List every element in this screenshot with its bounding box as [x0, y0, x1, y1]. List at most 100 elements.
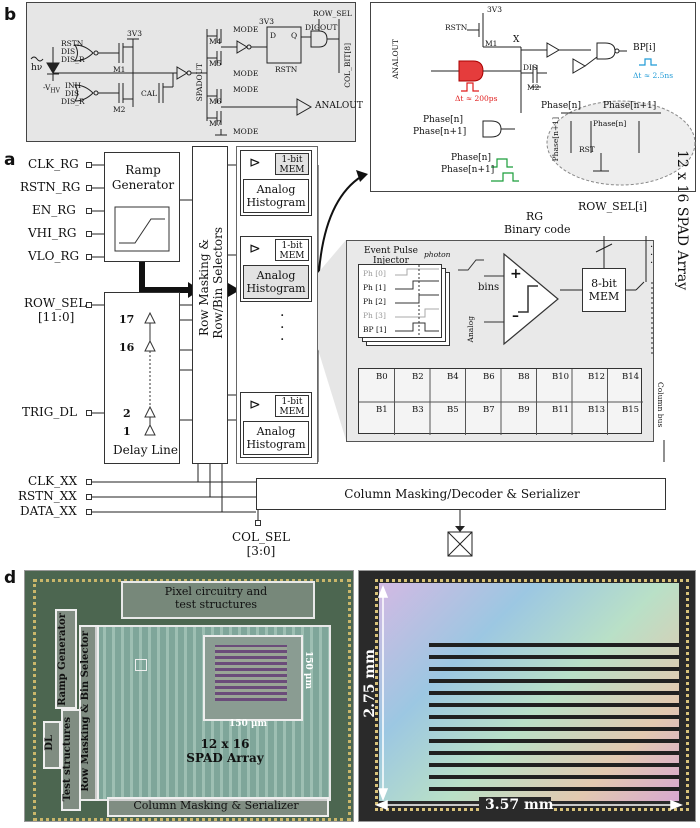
array-label: 12 x 16 SPAD Array	[674, 150, 690, 291]
input-rstn-xx: RSTN_XX	[18, 489, 77, 503]
dis-r-label: DIS_R	[61, 55, 85, 64]
bp-1: BP [1]	[363, 325, 387, 334]
pin-clk-rg	[86, 162, 92, 168]
zoom-source	[135, 659, 147, 671]
pin-vhi-rg	[86, 231, 92, 237]
bin-b9: B9	[518, 405, 530, 415]
dis-label-2: DIS	[65, 89, 80, 98]
phase-n1-label-1: Phase[n+1]	[413, 127, 467, 137]
injector-card: Ph [0] Ph [1] Ph [2] Ph [3] BP [1]	[358, 264, 442, 338]
row-mask-block: Row Masking & Row/Bin Selectors	[192, 146, 228, 464]
plus-sign: +	[510, 266, 522, 282]
die-width-bg	[479, 797, 551, 815]
mode-label-4: MODE	[233, 127, 259, 136]
schematic-b-drawing	[30, 19, 340, 136]
panel-letter-a: a	[4, 150, 16, 170]
bin-b12: B12	[588, 372, 606, 382]
bin-b1: B1	[376, 405, 388, 415]
mem8-wires	[560, 236, 653, 356]
minus-sign: –	[512, 308, 519, 324]
phase-n1-label-3: Phase[n+1]	[603, 101, 657, 111]
panel-letter-b: b	[4, 5, 17, 25]
inh-label: INH	[65, 81, 82, 90]
input-vlo-rg: VLO_RG	[28, 249, 80, 263]
hv-label: hν	[31, 63, 43, 73]
phase-n-label-1: Phase[n]	[423, 115, 463, 125]
digout-label: DIGOUT	[305, 23, 338, 32]
pin-row-sel	[86, 302, 92, 308]
mode-label-1: MODE	[233, 25, 259, 34]
bins-label: bins	[478, 282, 500, 293]
v3v3-label-b2: 3V3	[259, 17, 274, 26]
mode-label-3: MODE	[233, 85, 259, 94]
rstn-c-label: RSTN	[445, 23, 468, 32]
phase-n-label-4: Phase[n]	[593, 119, 627, 128]
delay-line-block: 17 16 2 1 Delay Line	[104, 292, 180, 464]
dl-die-label: DL	[44, 735, 55, 751]
v3v3-c-label: 3V3	[487, 5, 502, 14]
input-rstn-rg: RSTN_RG	[20, 180, 81, 194]
analout-label-b: ANALOUT	[315, 101, 363, 111]
phase-n-label-2: Phase[n]	[451, 153, 491, 163]
column-block: Column Masking/Decoder & Serializer	[256, 478, 666, 510]
column-region	[107, 797, 329, 817]
phase-n1-label-2: Phase[n+1]	[441, 165, 495, 175]
spad-icon-1: ⊳	[249, 155, 261, 171]
schematic-b-panel: hν -VHV RSTN DIS DIS_R INH DIS DIS_R 3V3…	[26, 2, 363, 142]
photon-label: photon	[424, 250, 451, 259]
dl-region	[43, 721, 61, 769]
bin-b2: B2	[412, 372, 424, 382]
detail-dots: ···	[650, 242, 654, 269]
phase-3: Ph [3]	[363, 311, 386, 320]
phase-n-label-3: Phase[n]	[541, 101, 581, 111]
bin-b5: B5	[447, 405, 459, 415]
m4-label: M4	[209, 37, 222, 46]
bin-b10: B10	[552, 372, 570, 382]
dt-2p5ns-label: Δt ≈ 2.5ns	[633, 71, 674, 80]
phase-waveforms	[395, 265, 439, 337]
schematic-c-panel: RSTN 3V3 X ANALOUT DIS BP[i] Δt ≈ 200ps …	[370, 2, 696, 192]
phase-0: Ph [0]	[363, 269, 386, 278]
cal-label: CAL	[141, 89, 158, 98]
die-lines	[429, 641, 679, 791]
pin-trig-dl	[86, 410, 92, 416]
bin-b11: B11	[552, 405, 570, 415]
bin-b3: B3	[412, 405, 424, 415]
row-mask-label: Row Masking &	[197, 239, 211, 336]
delay-tap-1: 1	[123, 425, 131, 438]
delay-tap-16: 16	[119, 341, 135, 354]
pin-vlo-rg	[86, 254, 92, 260]
pixel-circuitry-region	[121, 581, 315, 619]
bin-grid	[358, 368, 643, 435]
die-dimension-arrows	[374, 584, 684, 811]
die-photo-right: 2.75 mm 3.57 mm	[358, 570, 696, 822]
column-bus-label: Column bus	[656, 382, 665, 428]
bin-b14: B14	[622, 372, 640, 382]
phase-2: Ph [2]	[363, 297, 386, 306]
ramp-die-label: Ramp Generator	[57, 613, 68, 706]
column-block-label: Column Masking/Decoder & Serializer	[344, 487, 580, 501]
dim-150-v: 150 μm	[303, 651, 313, 690]
input-data-xx: DATA_XX	[20, 504, 77, 518]
bin-b13: B13	[588, 405, 606, 415]
binary-code-label: Binary code	[504, 223, 571, 236]
input-clk-xx: CLK_XX	[28, 474, 78, 488]
pixel-ellipsis: ···	[280, 308, 285, 348]
mode-label-2: MODE	[233, 69, 259, 78]
m5-label: M5	[209, 59, 222, 68]
pin-en-rg	[86, 208, 92, 214]
x-node-label: X	[513, 35, 520, 45]
phase-1: Ph [1]	[363, 283, 386, 292]
rstn-label-b2: RSTN	[275, 65, 298, 74]
pin-clk-xx	[86, 479, 92, 485]
v3v3-label-b: 3V3	[127, 29, 142, 38]
